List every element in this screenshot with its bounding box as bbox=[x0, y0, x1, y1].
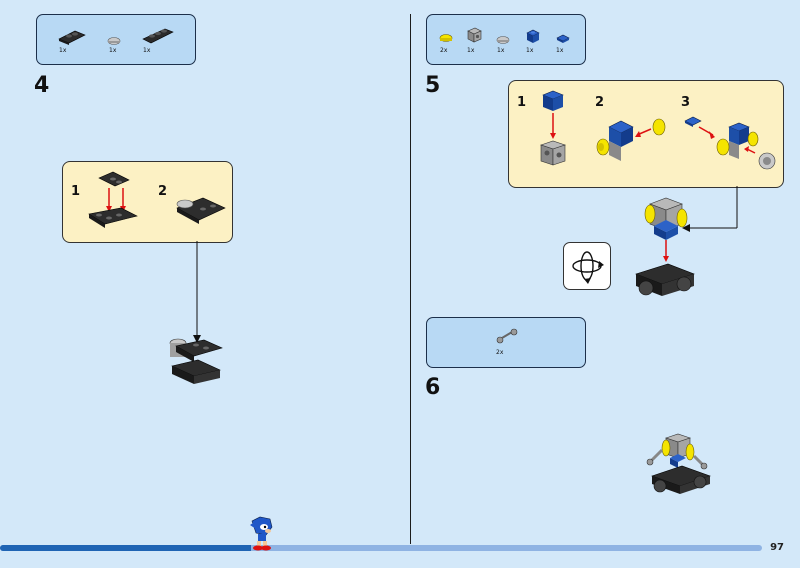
part-qty: 1x bbox=[556, 47, 563, 54]
part-qty: 1x bbox=[59, 47, 66, 54]
part-qty: 2x bbox=[496, 349, 503, 356]
yellow-round-plate-icon bbox=[439, 33, 453, 45]
page-number: 97 bbox=[770, 542, 784, 553]
page-divider bbox=[410, 14, 411, 544]
part-qty: 1x bbox=[497, 47, 504, 54]
step-number-6: 6 bbox=[425, 375, 440, 400]
substep-callout-step-4: 1 2 bbox=[62, 161, 233, 243]
parts-list-step-5: 2x 1x 1x 1x 1x bbox=[426, 14, 586, 65]
part-qty: 1x bbox=[143, 47, 150, 54]
blue-on-grey-illustration bbox=[537, 89, 577, 169]
substep-number: 1 bbox=[71, 184, 80, 199]
plate-with-tile-illustration bbox=[173, 194, 228, 234]
grey-round-tile-icon bbox=[496, 35, 510, 47]
parts-list-step-6: 2x bbox=[426, 317, 586, 368]
plate-stack-illustration bbox=[85, 168, 145, 233]
yellow-plates-attach-illustration bbox=[593, 113, 673, 168]
grey-brick-studs-icon bbox=[465, 26, 483, 44]
step-6-result-illustration bbox=[644, 430, 716, 496]
step-5-result-illustration bbox=[632, 192, 698, 312]
blue-tile-grey-tile-illustration bbox=[683, 113, 779, 178]
step-number-5: 5 bbox=[425, 73, 440, 98]
parts-list-step-4: 1x 1x 1x bbox=[36, 14, 196, 65]
part-qty: 1x bbox=[467, 47, 474, 54]
part-qty: 1x bbox=[526, 47, 533, 54]
blue-brick-icon bbox=[525, 28, 541, 44]
substep-callout-step-5: 1 2 3 bbox=[508, 80, 784, 188]
black-plate-long-icon bbox=[141, 27, 175, 45]
substep-number: 2 bbox=[595, 95, 604, 110]
part-qty: 1x bbox=[109, 47, 116, 54]
part-qty: 2x bbox=[440, 47, 447, 54]
substep-number: 3 bbox=[681, 95, 690, 110]
substep-number: 2 bbox=[158, 184, 167, 199]
grey-bar-holder-icon bbox=[495, 328, 519, 344]
step-number-4: 4 bbox=[34, 73, 49, 98]
black-plate-icon bbox=[57, 29, 87, 45]
sonic-character-icon bbox=[248, 515, 274, 551]
assembly-arrow bbox=[192, 241, 202, 346]
step-4-result-illustration bbox=[168, 336, 224, 391]
blue-tile-icon bbox=[555, 33, 571, 45]
rotate-model-icon bbox=[563, 242, 611, 290]
grey-round-tile-icon bbox=[107, 35, 121, 47]
progress-fill bbox=[0, 545, 251, 551]
substep-number: 1 bbox=[517, 95, 526, 110]
